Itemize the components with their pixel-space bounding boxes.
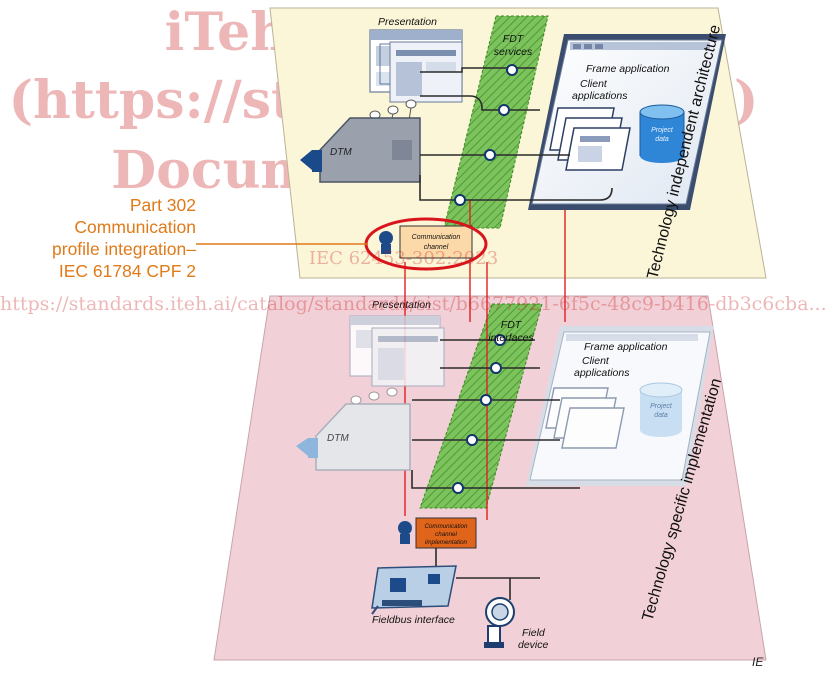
bottom-presentation-label: Presentation [372,299,431,311]
bottom-presentation-window [349,315,445,387]
watermark-catalog-url: https://standards.iteh.ai/catalog/standa… [0,293,827,315]
top-presentation-label: Presentation [378,16,437,28]
part-302-callout: Part 302 Communication profile integrati… [0,194,196,282]
bottom-project-label-2: data [654,412,668,419]
top-dtm [300,117,421,183]
top-project-data-cylinder [639,104,685,163]
bottom-lollipop-interfaces [452,334,506,494]
callout-line-3: profile integration– [52,239,196,259]
fdt-services-band [443,15,549,229]
bottom-sockets [350,387,398,405]
callout-line-1: Part 302 [129,195,196,215]
bottom-interface-lines [411,339,580,489]
field-device-label-1: Field [522,627,546,639]
bottom-client-windows [545,387,625,449]
field-device-label-2: device [518,639,549,651]
fieldbus-interface-label: Fieldbus interface [372,614,455,626]
bottom-client-label-1: Client [582,355,610,367]
top-project-label-1: Project [651,127,674,134]
top-frame-application-label: Frame application [586,63,670,75]
top-dtm-label: DTM [330,147,352,158]
top-project-label-2: data [655,136,669,143]
corner-code: IE [752,655,764,669]
bottom-fdt-label-2: interfaces [488,332,534,344]
top-fdt-label-1: FDT [503,33,525,45]
bottom-comm-channel-impl [398,517,477,549]
bottom-client-label-2: applications [574,367,630,379]
top-comm-label-2: channel [424,244,449,251]
bottom-frame-application-label: Frame application [584,341,668,353]
top-client-windows [549,107,631,171]
bottom-dtm-label: DTM [327,433,349,444]
bottom-project-data-cylinder [639,382,683,437]
fdt-interfaces-band [419,303,543,509]
bottom-dtm [296,403,411,471]
callout-line-4: IEC 61784 CPF 2 [58,261,196,281]
top-client-label-1: Client [580,78,608,90]
field-device [484,597,515,648]
bottom-fdt-label-1: FDT [501,319,523,331]
architecture-diagram: DTM [196,7,767,661]
bottom-comm-label-2: channel [435,531,457,538]
bottom-comm-label-3: implementation [425,539,468,546]
top-lollipop-interfaces [454,64,518,206]
watermark-standard-id: IEC 62453-302:2023 [308,248,499,269]
callout-line-2: Communication [74,217,196,237]
top-communication-channel [379,225,473,259]
top-comm-label-1: Communication [412,234,461,241]
bottom-project-label-1: Project [650,403,673,410]
top-fdt-label-2: services [494,46,533,58]
fieldbus-interface-card [371,565,457,615]
top-client-label-2: applications [572,90,628,102]
bottom-comm-label-1: Communication [425,523,469,530]
